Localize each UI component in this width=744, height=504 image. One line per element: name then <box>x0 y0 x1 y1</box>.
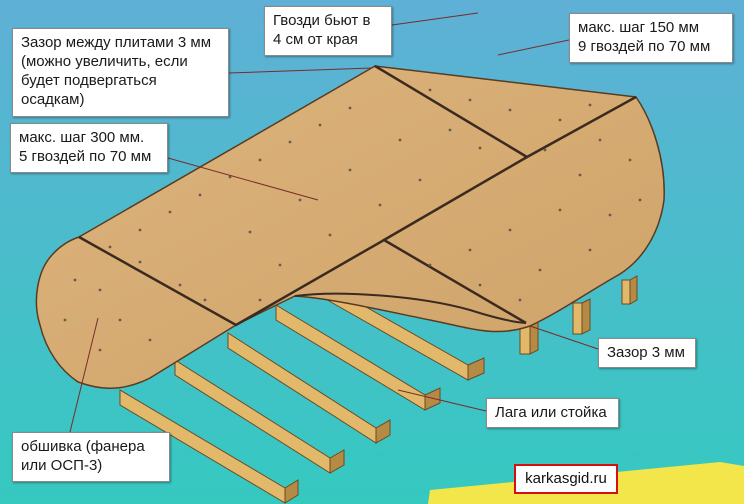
leader-lines <box>69 12 599 433</box>
callout-gap-plates-line3: будет подвергаться <box>21 72 157 89</box>
seam-gap-3mm <box>294 292 527 324</box>
callout-gap-plates-line4: осадкам) <box>21 91 85 108</box>
callout-sheathing-line2: или ОСП-3) <box>21 457 103 474</box>
site-watermark: karkasgid.ru <box>514 464 618 494</box>
callout-step150-line1: макс. шаг 150 мм <box>578 19 700 36</box>
callout-gap-plates: Зазор между плитами 3 мм (можно увеличит… <box>12 28 229 117</box>
joist-2 <box>174 359 345 474</box>
callout-gap-plates-line2: (можно увеличить, если <box>21 53 188 70</box>
nails <box>63 88 642 352</box>
callout-joist: Лага или стойка <box>486 398 619 428</box>
callout-step300: макс. шаг 300 мм. 5 гвоздей по 70 мм <box>10 123 168 173</box>
callout-step300-line2: 5 гвоздей по 70 мм <box>19 148 152 165</box>
callout-nails: Гвозди бьют в 4 см от края <box>264 6 392 56</box>
leader-nails <box>391 12 479 26</box>
leader-sheathing <box>69 317 99 433</box>
leader-gap3 <box>529 325 599 350</box>
callout-gap3-text: Зазор 3 мм <box>607 344 685 361</box>
seam-long-lower <box>78 235 527 327</box>
callout-step300-line1: макс. шаг 300 мм. <box>19 129 145 146</box>
joist-1 <box>119 389 299 504</box>
callout-nails-line2: 4 см от края <box>273 31 358 48</box>
callout-sheathing: обшивка (фанера или ОСП-3) <box>12 432 170 482</box>
leader-step150 <box>497 39 570 56</box>
seam-cross-middle <box>383 155 528 242</box>
callout-nails-line1: Гвозди бьют в <box>273 12 371 29</box>
leader-gap-plates <box>228 67 373 74</box>
leader-step300 <box>167 157 319 201</box>
callout-sheathing-line1: обшивка (фанера <box>21 438 145 455</box>
callout-joist-text: Лага или стойка <box>495 404 607 421</box>
panel-seams <box>78 64 637 327</box>
callout-step150: макс. шаг 150 мм 9 гвоздей по 70 мм <box>569 13 733 63</box>
callout-gap3: Зазор 3 мм <box>598 338 696 368</box>
joist-4 <box>275 304 441 411</box>
stud-8 <box>621 275 638 305</box>
callout-gap-plates-line1: Зазор между плитами 3 мм <box>21 34 212 51</box>
joist-3 <box>227 332 391 444</box>
callout-step150-line2: 9 гвоздей по 70 мм <box>578 38 711 55</box>
leader-joist <box>397 389 487 412</box>
stud-7 <box>572 298 591 335</box>
